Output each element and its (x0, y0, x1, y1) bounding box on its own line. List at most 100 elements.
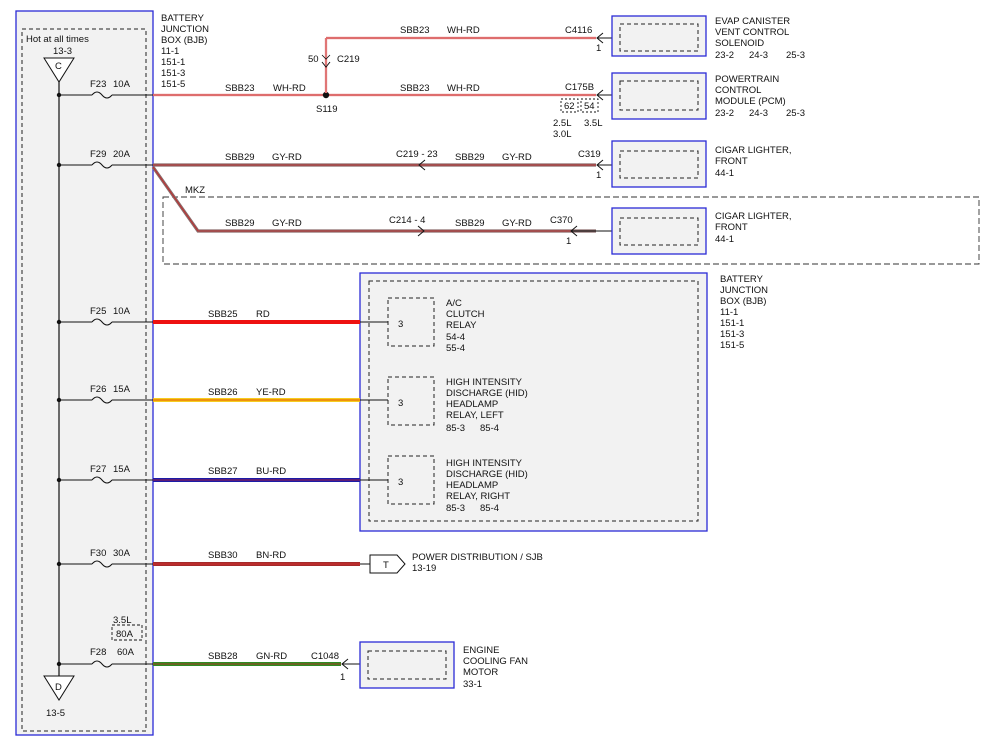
power-dist-label: POWER DISTRIBUTION / SJB (412, 552, 543, 563)
connector-c370-label: C370 (550, 215, 573, 226)
connector-c319-pin: 1 (596, 170, 601, 181)
fuse-f26-rating: 15A (113, 384, 131, 395)
wire-sbb23-pcm-circuit: SBB23 (400, 83, 430, 94)
fuse-f23-rating: 10A (113, 79, 131, 90)
relay-hid-left-title: HIGH INTENSITY (446, 377, 523, 388)
wire-sbb29-c-color: GY-RD (272, 218, 302, 229)
relay-ac-clutch-title: CLUTCH (446, 309, 485, 320)
bjb-right-box (359, 272, 708, 532)
wire-sbb28-circuit: SBB28 (208, 651, 238, 662)
wire-sbb26-color: YE-RD (256, 387, 286, 398)
splice-s119-label: S119 (316, 104, 337, 115)
connector-c1048-pin: 1 (340, 672, 345, 683)
bjb-left-title-line: 151-5 (161, 79, 185, 90)
fuse-f28-rating: 60A (117, 647, 135, 658)
connector-c-label: C (55, 61, 62, 72)
bjb-right-title-line: 151-1 (720, 318, 744, 329)
fuse-f27-symbol (91, 476, 113, 484)
pcm-title-line: CONTROL (715, 85, 761, 96)
f28-variant-box (111, 624, 143, 641)
connector-c219-23-label: C219 - 23 (396, 149, 438, 160)
power-dist-connector-symbol (369, 554, 406, 574)
fan-ref: 33-1 (463, 679, 482, 690)
bjb-right-title-line: BOX (BJB) (720, 296, 766, 307)
wire-sbb26-circuit: SBB26 (208, 387, 238, 398)
power-dist-connector-label: T (383, 560, 389, 571)
wire-sbb25-circuit: SBB25 (208, 309, 238, 320)
pcm-engine-a: 2.5L (553, 118, 572, 129)
wire-sbb29-c-circuit: SBB29 (225, 218, 255, 229)
wire-sbb29-a-color: GY-RD (272, 152, 302, 163)
wire-sbb29-a-circuit: SBB29 (225, 152, 255, 163)
wire-sbb30-color: BN-RD (256, 550, 286, 561)
bjb-right-title-line: 151-3 (720, 329, 744, 340)
wire-sbb23-main-circuit: SBB23 (225, 83, 255, 94)
fuse-f30-id: F30 (90, 548, 106, 559)
connector-c1048-label: C1048 (311, 651, 339, 662)
pcm-ref: 25-3 (786, 108, 805, 119)
relay-hid-right-ref: 85-4 (480, 503, 499, 514)
connector-c175b-label: C175B (565, 82, 594, 93)
pcm-title-line: MODULE (PCM) (715, 96, 786, 107)
relay-hid-left-title: DISCHARGE (HID) (446, 388, 528, 399)
cigar2-component-inner (619, 217, 699, 246)
fan-title-line: COOLING FAN (463, 656, 528, 667)
relay-ac-clutch-title: A/C (446, 298, 462, 309)
cigar1-ref: 44-1 (715, 168, 734, 179)
cigar1-component-box (611, 140, 707, 188)
pcm-pin-box-25l (560, 98, 579, 113)
connector-d-symbol (43, 675, 75, 701)
bottom-ref: 13-5 (46, 708, 65, 719)
fuse-f25-rating: 10A (113, 306, 131, 317)
connector-c219-symbol (321, 61, 331, 68)
fuse-f26-symbol (91, 396, 113, 404)
relay-hid-right-title: HEADLAMP (446, 480, 498, 491)
evap-ref: 23-2 (715, 50, 734, 61)
fuse-f29-id: F29 (90, 149, 106, 160)
wire-sbb25-color: RD (256, 309, 270, 320)
wire-sbb30-circuit: SBB30 (208, 550, 238, 561)
fuse-f27-id: F27 (90, 464, 106, 475)
evap-component-inner (619, 23, 699, 52)
relay-hid-right-title: RELAY, RIGHT (446, 491, 510, 502)
pcm-pin-35l: 54 (584, 101, 595, 112)
cigar1-component-inner (619, 150, 699, 179)
wire-sbb29-d-circuit: SBB29 (455, 218, 485, 229)
pcm-engine-b: 3.5L (584, 118, 603, 129)
pcm-title-line: POWERTRAIN (715, 74, 779, 85)
relay-hid-left-ref: 85-4 (480, 423, 499, 434)
bjb-right-title-line: 11-1 (720, 307, 738, 318)
fan-title-line: ENGINE (463, 645, 499, 656)
wire-sbb23-pcm-color: WH-RD (447, 83, 480, 94)
evap-ref: 25-3 (786, 50, 805, 61)
evap-component-box (611, 15, 707, 57)
mkz-label: MKZ (185, 185, 205, 196)
bjb-right-title-line: 151-5 (720, 340, 744, 351)
connector-c219-symbol-b (321, 54, 331, 60)
fuse-f28-id: F28 (90, 647, 106, 658)
pcm-component-box (611, 72, 707, 120)
relay-hid-right-ref: 85-3 (446, 503, 465, 514)
wire-sbb23-evap-color: WH-RD (447, 25, 480, 36)
fuse-f26-id: F26 (90, 384, 106, 395)
cigar1-title-line: FRONT (715, 156, 748, 167)
connector-c370-pin: 1 (566, 236, 571, 247)
relay-hid-right-title: HIGH INTENSITY (446, 458, 523, 469)
connector-c214-4-label: C214 - 4 (389, 215, 425, 226)
connector-c219-pin: 50 (308, 54, 319, 65)
fuse-f28-symbol (91, 660, 113, 668)
connector-c319-label: C319 (578, 149, 601, 160)
cigar2-component-box (611, 207, 707, 255)
bjb-right-inner-dashed (368, 280, 699, 522)
pcm-pin-25l: 62 (564, 101, 575, 112)
fuse-f29-rating: 20A (113, 149, 131, 160)
relay-hid-left-box (387, 376, 435, 426)
bjb-left-title-line: BATTERY (161, 13, 205, 24)
mkz-variant-region (162, 196, 980, 265)
wire-sbb29-b-color: GY-RD (502, 152, 532, 163)
fuse-f25-id: F25 (90, 306, 106, 317)
bjb-right-title-line: JUNCTION (720, 285, 768, 296)
relay-ac-clutch-ref: 54-4 (446, 332, 465, 343)
pcm-ref: 24-3 (749, 108, 768, 119)
